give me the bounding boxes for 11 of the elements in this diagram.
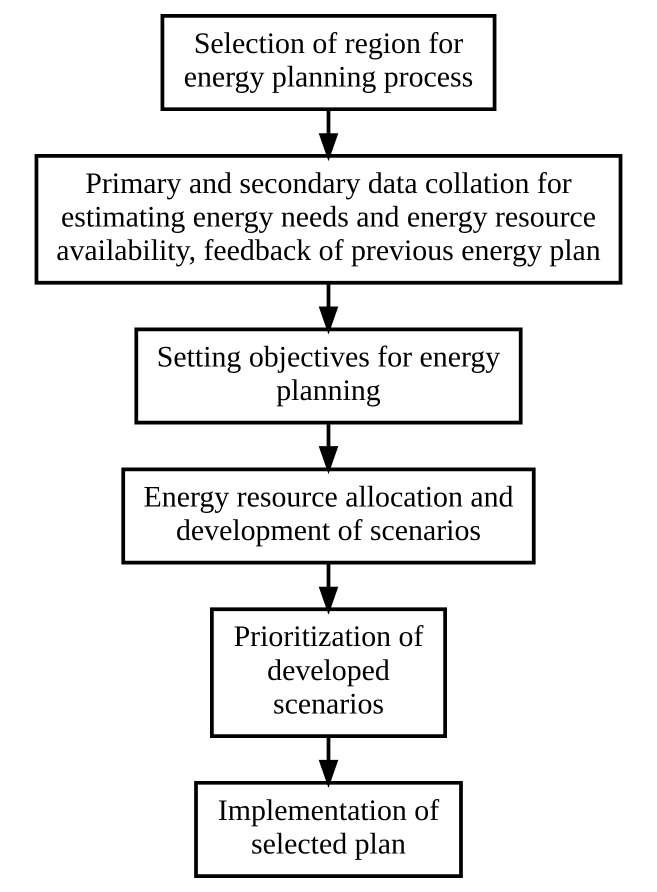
- arrow: [318, 736, 338, 788]
- arrow: [318, 562, 338, 615]
- node-box: Primary and secondary data collation for estimating energy needs and energy resource availability, feedback of previous energy plan: [34, 154, 622, 285]
- arrow: [318, 423, 338, 474]
- arrow: [318, 109, 338, 162]
- node-box: Prioritization of developed scenarios: [210, 607, 447, 738]
- node-box: Implementation of selected plan: [194, 780, 463, 878]
- node-box: Selection of region for energy planning process: [160, 14, 496, 112]
- node-box: Energy resource allocation and development of scenarios: [121, 467, 536, 564]
- node-box: Setting objectives for energy planning: [134, 328, 523, 425]
- arrow: [318, 283, 338, 335]
